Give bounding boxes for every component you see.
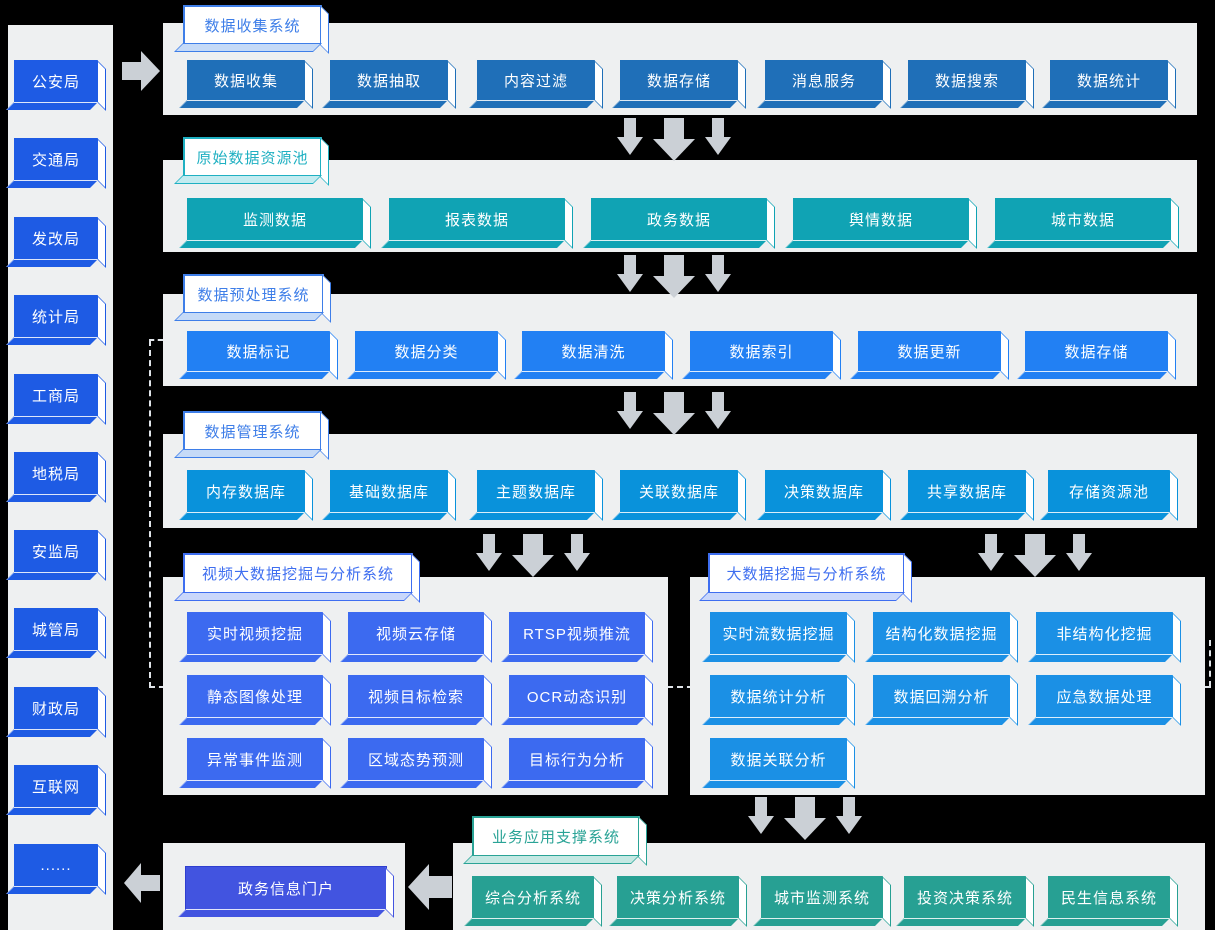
apps-node: 民生信息系统 [1048, 876, 1170, 918]
source-node: 交通局 [14, 138, 98, 180]
source-node: 地税局 [14, 452, 98, 494]
source-node: 城管局 [14, 608, 98, 650]
collect-node: 内容过滤 [477, 60, 595, 100]
collect-node: 数据统计 [1050, 60, 1168, 100]
down-arrows-icon [748, 797, 862, 840]
right-arrow-icon [122, 51, 160, 91]
video-node: RTSP视频推流 [509, 612, 645, 654]
video-title: 视频大数据挖掘与分析系统 [183, 553, 413, 594]
down-arrows-icon [476, 534, 590, 577]
source-node: 统计局 [14, 295, 98, 337]
apps-node: 决策分析系统 [617, 876, 739, 918]
down-arrows-icon [617, 255, 731, 298]
source-node: 财政局 [14, 687, 98, 729]
left-arrow-icon [408, 864, 452, 910]
down-arrows-icon [617, 118, 731, 161]
mining-node: 数据统计分析 [710, 675, 847, 717]
mining-node: 数据回溯分析 [873, 675, 1010, 717]
video-node: 异常事件监测 [187, 738, 323, 780]
dashed-connector [149, 686, 1211, 688]
apps-node: 综合分析系统 [472, 876, 594, 918]
preprocess-node: 数据更新 [858, 331, 1001, 371]
manage-node: 内存数据库 [187, 470, 305, 512]
apps-node: 城市监测系统 [761, 876, 883, 918]
mining-node: 实时流数据挖掘 [710, 612, 847, 654]
mining-node: 结构化数据挖掘 [873, 612, 1010, 654]
source-node: 公安局 [14, 60, 98, 102]
mining-title: 大数据挖掘与分析系统 [708, 553, 905, 594]
source-node: 工商局 [14, 374, 98, 416]
dashed-connector [1209, 640, 1211, 687]
manage-node: 主题数据库 [477, 470, 595, 512]
raw-node: 舆情数据 [793, 198, 969, 240]
raw-title: 原始数据资源池 [183, 137, 322, 177]
video-node: OCR动态识别 [509, 675, 645, 717]
collect-node: 数据搜索 [908, 60, 1026, 100]
preprocess-node: 数据分类 [355, 331, 498, 371]
raw-node: 监测数据 [187, 198, 363, 240]
preprocess-node: 数据标记 [187, 331, 330, 371]
source-node: ...... [14, 844, 98, 886]
raw-node: 城市数据 [995, 198, 1171, 240]
down-arrows-icon [978, 534, 1092, 577]
collect-node: 数据收集 [187, 60, 305, 100]
dashed-connector [149, 340, 151, 688]
video-node: 目标行为分析 [509, 738, 645, 780]
collect-title: 数据收集系统 [183, 5, 322, 45]
apps-node: 投资决策系统 [904, 876, 1026, 918]
collect-node: 消息服务 [765, 60, 883, 100]
manage-node: 基础数据库 [330, 470, 448, 512]
preprocess-title: 数据预处理系统 [183, 274, 324, 314]
video-node: 视频云存储 [348, 612, 484, 654]
manage-node: 存储资源池 [1048, 470, 1170, 512]
down-arrows-icon [617, 392, 731, 435]
preprocess-node: 数据索引 [690, 331, 833, 371]
preprocess-node: 数据存储 [1025, 331, 1168, 371]
manage-node: 共享数据库 [908, 470, 1026, 512]
mining-node: 应急数据处理 [1036, 675, 1173, 717]
source-node: 安监局 [14, 530, 98, 572]
source-node: 发改局 [14, 217, 98, 259]
manage-title: 数据管理系统 [183, 411, 322, 451]
manage-node: 决策数据库 [765, 470, 883, 512]
dashed-connector [149, 339, 163, 341]
raw-node: 报表数据 [389, 198, 565, 240]
mining-node: 数据关联分析 [710, 738, 847, 780]
manage-node: 关联数据库 [620, 470, 738, 512]
source-node: 互联网 [14, 765, 98, 807]
left-arrow-icon [124, 863, 160, 903]
preprocess-node: 数据清洗 [522, 331, 665, 371]
raw-node: 政务数据 [591, 198, 767, 240]
video-node: 视频目标检索 [348, 675, 484, 717]
portal-node: 政务信息门户 [185, 866, 387, 910]
video-node: 静态图像处理 [187, 675, 323, 717]
collect-node: 数据抽取 [330, 60, 448, 100]
collect-node: 数据存储 [620, 60, 738, 100]
video-node: 实时视频挖掘 [187, 612, 323, 654]
mining-node: 非结构化挖掘 [1036, 612, 1173, 654]
apps-title: 业务应用支撑系统 [472, 816, 640, 857]
video-node: 区域态势预测 [348, 738, 484, 780]
